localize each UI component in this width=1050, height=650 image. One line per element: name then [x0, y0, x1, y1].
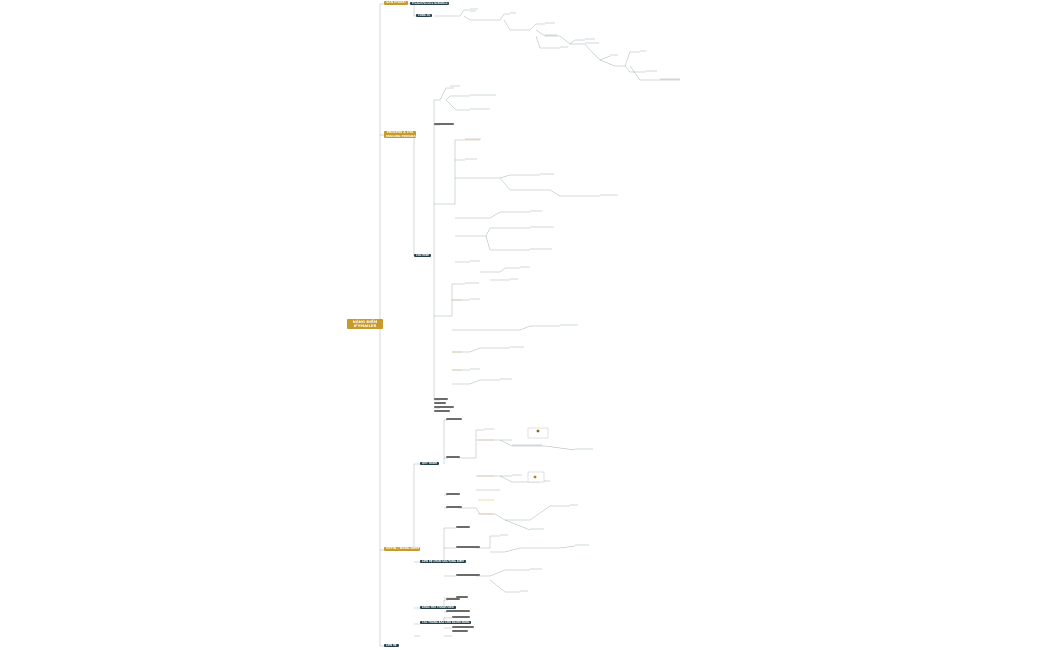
branch-3-sub-4[interactable]: CÁC THÔNG BÁO CHO NGƯỜI DÙNG — [420, 621, 472, 625]
grey-node[interactable] — [446, 418, 462, 420]
grey-node[interactable] — [456, 574, 480, 576]
branch-1-sub[interactable]: CÔNG CỤ — [416, 14, 433, 18]
branch-3-sub-3[interactable]: KHÓA THƯ THÀNH VIÊN — [420, 606, 456, 610]
grey-node[interactable] — [446, 610, 470, 612]
grey-node[interactable] — [456, 526, 470, 528]
grey-node[interactable] — [434, 406, 454, 408]
grey-node[interactable] — [456, 546, 480, 548]
root-line-1: NÂNG ĐIỂM — [352, 319, 378, 324]
image-icon-2 — [533, 475, 537, 479]
image-icon-1 — [536, 429, 540, 433]
branch-3-sub-2[interactable]: LIÊN HỆ CHĂM SÓC/TĂNG ĐIỂM — [420, 560, 466, 564]
grey-node[interactable] — [452, 630, 468, 632]
grey-node[interactable] — [446, 506, 462, 508]
branch-3-sub-1[interactable]: QUY TRÌNH — [420, 462, 439, 466]
image-thumbnail-1 — [527, 427, 549, 439]
branch-2-line-2: MAILING PROGRAM — [386, 133, 419, 138]
branch-4-node[interactable]: LIÊN HỆ — [384, 644, 399, 648]
branch-2-sub[interactable]: CÂU HÌNH — [414, 254, 432, 258]
grey-node[interactable] — [452, 616, 470, 618]
grey-node[interactable] — [452, 626, 474, 628]
root-node[interactable]: NÂNG ĐIỂM IFYMAILER — [347, 319, 383, 330]
branch-2-line-1: PROCESS & CTA — [386, 130, 414, 134]
branch-3-node[interactable]: OPTIN / NÂNG ĐIỂM — [384, 546, 420, 551]
branch-1-child[interactable]: Product/Service Definition — [410, 1, 450, 5]
root-line-2: IFYMAILER — [353, 323, 377, 329]
grey-node[interactable] — [446, 598, 460, 600]
grey-node[interactable] — [434, 123, 454, 125]
grey-node[interactable] — [434, 410, 450, 412]
grey-node[interactable] — [434, 402, 446, 404]
branch-2-node[interactable]: PROCESS & CTA MAILING PROGRAM — [384, 130, 419, 139]
branch-1-node[interactable]: SẢN PHẨM? — [384, 0, 408, 5]
grey-node[interactable] — [434, 398, 448, 400]
grey-node[interactable] — [446, 493, 460, 495]
grey-node[interactable] — [446, 456, 460, 458]
grey-node[interactable] — [456, 596, 468, 598]
